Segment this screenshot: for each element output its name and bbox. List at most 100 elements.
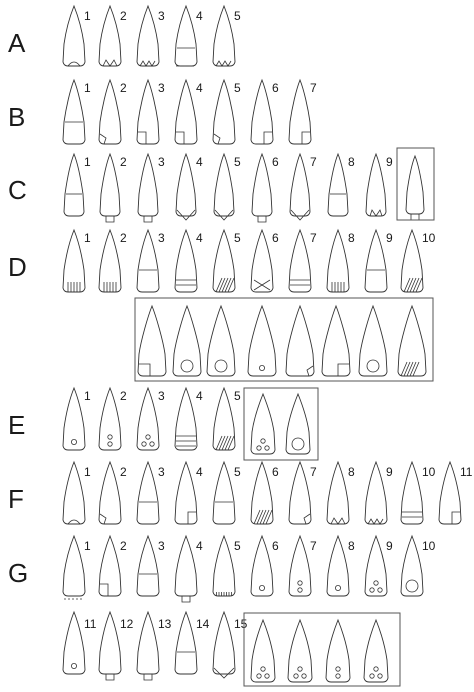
tooth-g-inset-1	[250, 618, 276, 683]
tooth-outline	[250, 78, 274, 145]
tooth-d10	[400, 228, 424, 293]
tooth-outline	[287, 618, 313, 683]
tooth-detail	[263, 131, 272, 144]
tooth-outline	[288, 534, 312, 597]
tooth-g-inset-3	[325, 618, 351, 683]
tooth-outline	[326, 460, 350, 525]
tooth-outline	[98, 610, 122, 675]
pit-mark	[373, 666, 379, 672]
tooth-number: 5	[234, 155, 241, 169]
tooth-detail	[412, 277, 420, 293]
row-label-e: E	[8, 410, 25, 440]
tooth-b5	[212, 78, 236, 145]
inset-box-c	[396, 147, 435, 221]
tooth-outline	[136, 460, 160, 525]
pit-mark	[71, 438, 78, 445]
tooth-number: 2	[120, 155, 127, 169]
tooth-outline	[364, 534, 388, 597]
tooth-outline	[136, 4, 160, 67]
tooth-g7	[288, 534, 312, 597]
tooth-outline	[288, 78, 312, 145]
tooth-outline	[250, 460, 274, 525]
tooth-detail	[301, 131, 310, 144]
tooth-detail	[99, 133, 107, 145]
tooth-outline	[98, 460, 122, 525]
tooth-detail	[139, 60, 156, 67]
tooth-number: 3	[158, 155, 165, 169]
tooth-detail	[213, 133, 221, 145]
tooth-g9	[364, 534, 388, 597]
tooth-outline	[136, 386, 160, 451]
tooth-g8	[326, 534, 350, 597]
tooth-detail	[221, 277, 229, 293]
tooth-detail	[105, 216, 115, 223]
tooth-detail	[138, 131, 147, 144]
tooth-outline	[98, 4, 122, 67]
tooth-detail	[451, 511, 460, 524]
tooth-g5	[212, 534, 236, 597]
tooth-c9	[365, 152, 387, 217]
tooth-number: 7	[310, 155, 317, 169]
tooth-outline	[363, 618, 389, 683]
pit-mark	[149, 441, 155, 447]
tooth-detail	[227, 277, 235, 293]
tooth-outline	[326, 534, 350, 597]
tooth-detail	[253, 509, 261, 525]
tooth-g11	[62, 610, 86, 675]
tooth-outline	[327, 152, 349, 217]
tooth-c4	[175, 152, 197, 221]
row-label-b: B	[8, 102, 25, 132]
tooth-number: 1	[84, 389, 91, 403]
tooth-number: 1	[84, 155, 91, 169]
tooth-number: 5	[234, 389, 241, 403]
row-label-f: F	[8, 484, 24, 514]
tooth-number: 2	[120, 81, 127, 95]
tooth-detail	[262, 509, 270, 525]
tooth-outline	[174, 4, 198, 67]
tooth-outline	[247, 304, 277, 377]
row-label-c: C	[8, 175, 27, 205]
tooth-outline	[397, 304, 427, 377]
tooth-number: 5	[234, 231, 241, 245]
tooth-f7	[288, 460, 312, 525]
tooth-detail	[406, 277, 414, 293]
tooth-number: 7	[310, 231, 317, 245]
inset-box-d	[134, 297, 434, 382]
tooth-g6	[250, 534, 274, 597]
tooth-d-inset-1	[137, 304, 167, 377]
ring-mark	[180, 359, 194, 373]
pit-mark	[377, 587, 383, 593]
tooth-outline	[174, 228, 198, 293]
tooth-number: 5	[234, 9, 241, 23]
pit-mark	[369, 587, 375, 593]
tooth-d-inset-6	[321, 304, 351, 377]
pit-mark	[335, 666, 341, 672]
tooth-number: 6	[272, 231, 279, 245]
tooth-e-inset-2	[285, 392, 311, 455]
tooth-g-inset-4	[363, 618, 389, 683]
tooth-outline	[212, 78, 236, 145]
tooth-detail	[367, 518, 384, 525]
tooth-e1	[62, 386, 86, 451]
tooth-outline	[98, 534, 122, 597]
tooth-number: 1	[84, 539, 91, 553]
tooth-d9	[364, 228, 388, 293]
tooth-c7	[289, 152, 311, 221]
tooth-detail	[224, 435, 232, 451]
pit-mark	[301, 673, 307, 679]
tooth-detail	[259, 509, 267, 525]
tooth-f3	[136, 460, 160, 525]
tooth-detail	[218, 435, 226, 451]
tooth-g-inset-2	[287, 618, 313, 683]
tooth-detail	[409, 277, 417, 293]
tooth-detail	[224, 277, 232, 293]
tooth-outline	[250, 392, 276, 455]
tooth-number: 3	[158, 465, 165, 479]
tooth-detail	[290, 209, 310, 221]
tooth-number: 6	[272, 539, 279, 553]
tooth-detail	[412, 361, 420, 377]
pit-mark	[258, 585, 265, 592]
tooth-detail	[253, 279, 271, 291]
tooth-outline	[174, 78, 198, 145]
tooth-b6	[250, 78, 274, 145]
